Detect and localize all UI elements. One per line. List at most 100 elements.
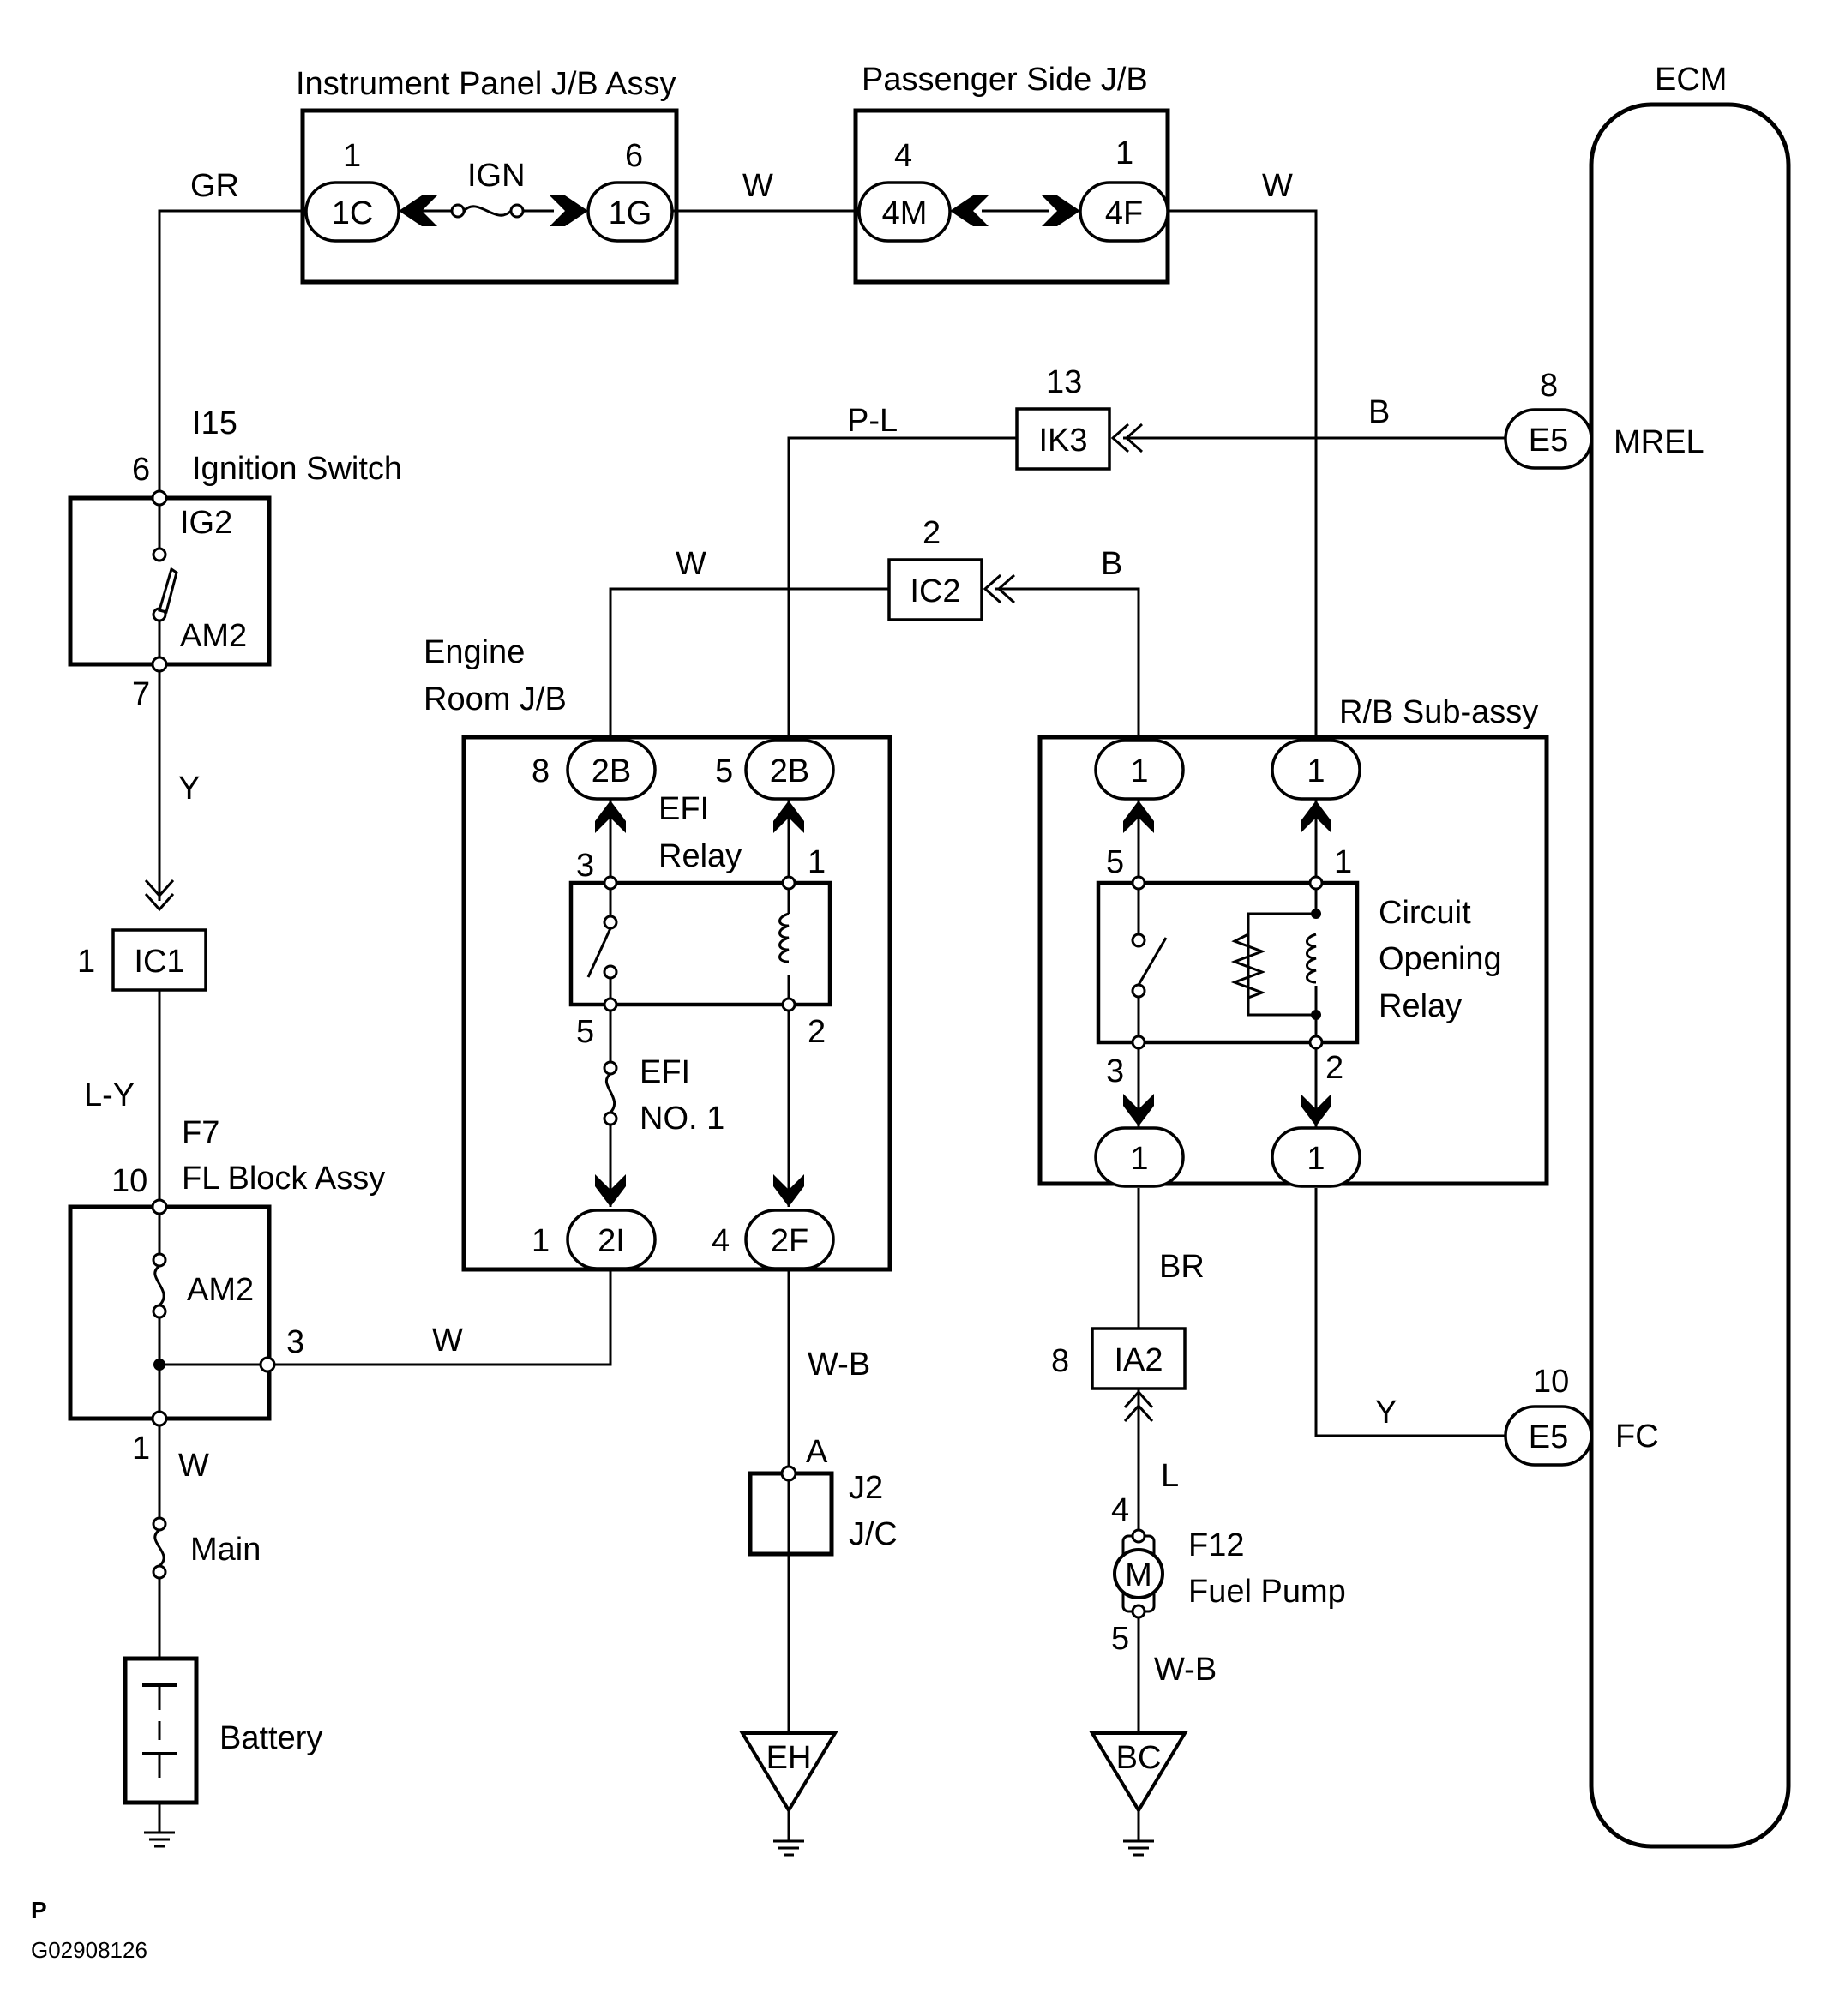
svg-text:IK3: IK3: [1038, 423, 1087, 459]
connector-1G: 1G: [586, 181, 674, 243]
svg-text:1: 1: [1307, 753, 1325, 789]
pin-cor-2: 2: [1325, 1050, 1343, 1086]
fuel-pump-label: Fuel Pump: [1188, 1574, 1346, 1610]
ignition-switch-box: [68, 495, 272, 667]
connector-2F: 2F: [744, 1209, 835, 1270]
svg-text:E5: E5: [1529, 1419, 1568, 1455]
connector-2B-left: 2B: [566, 739, 657, 801]
efi-relay-box: [568, 880, 832, 1007]
wire-w-b-eh: W-B: [808, 1347, 870, 1383]
main-fuse-label: Main: [190, 1532, 261, 1568]
circuit-opening-relay-box: [1096, 880, 1360, 1045]
pin-fp-4: 4: [1111, 1492, 1129, 1528]
efi-relay-internals: [586, 875, 796, 1126]
pin-efi-1: 1: [808, 844, 826, 880]
mrel-label: MREL: [1614, 424, 1704, 460]
passenger-side-jb-label: Passenger Side J/B: [862, 62, 1148, 98]
battery-box: [123, 1656, 199, 1805]
fl-block-label: FL Block Assy: [182, 1161, 385, 1197]
connector-rb-bottom-right: 1: [1271, 1126, 1361, 1188]
pin-1C: 1: [343, 138, 361, 174]
connector-IC2: IC2: [887, 558, 983, 621]
jc-label: J/C: [849, 1516, 898, 1552]
efi-relay-label-1: EFI: [658, 791, 709, 827]
wire-w-top2: W: [1262, 168, 1293, 204]
instrument-panel-jb-box: [300, 108, 679, 285]
pin-cor-5: 5: [1106, 844, 1124, 880]
fuel-pump-symbol: M: [1113, 1528, 1164, 1619]
pin-efi-2: 2: [808, 1014, 826, 1050]
jc-internals: [780, 1465, 797, 1482]
pin-ic1-1: 1: [77, 944, 95, 980]
pin-cor-1: 1: [1334, 844, 1352, 880]
connector-IC1: IC1: [111, 928, 207, 992]
efi-relay-label-2: Relay: [658, 838, 742, 874]
svg-text:2I: 2I: [598, 1223, 625, 1259]
fl-block-internals: [151, 1198, 276, 1427]
connector-4M: 4M: [857, 181, 952, 243]
svg-text:1: 1: [1130, 1141, 1148, 1177]
svg-text:4M: 4M: [882, 195, 928, 231]
ign-fuse-label: IGN: [467, 158, 526, 194]
svg-text:IC2: IC2: [910, 573, 960, 609]
wire-y-ign: Y: [178, 771, 200, 807]
pin-cor-3: 3: [1106, 1053, 1124, 1089]
jc-box: [748, 1471, 834, 1557]
wire-gr: GR: [190, 168, 239, 204]
pin-efi-5: 5: [715, 753, 733, 789]
wire-w-b-bc: W-B: [1154, 1652, 1217, 1688]
am2-fuse-label: AM2: [187, 1272, 254, 1308]
pin-4M: 4: [894, 138, 912, 174]
efi-fuse-label-1: EFI: [640, 1054, 690, 1090]
fl-block-code: F7: [182, 1115, 219, 1151]
circuit-opening-relay-internals: [1131, 875, 1324, 1050]
ground-bc: BC: [1089, 1731, 1188, 1857]
jc-code: J2: [849, 1470, 883, 1506]
engine-room-jb-box: [461, 735, 892, 1272]
connector-IA2: IA2: [1091, 1327, 1187, 1390]
connector-rb-bottom-left: 1: [1094, 1126, 1185, 1188]
svg-text:1G: 1G: [609, 195, 652, 231]
connector-e5-mrel: E5: [1504, 408, 1593, 470]
wire-b-ic2: B: [1101, 546, 1122, 582]
engine-room-jb-label-2: Room J/B: [424, 681, 567, 717]
connector-2I: 2I: [566, 1209, 657, 1270]
svg-text:2F: 2F: [771, 1223, 808, 1259]
wire-p-l: P-L: [847, 403, 898, 439]
svg-text:BC: BC: [1116, 1740, 1162, 1776]
connector-4F: 4F: [1079, 181, 1169, 243]
circuit-opening-relay-label-2: Opening: [1379, 941, 1502, 977]
wire-br: BR: [1159, 1249, 1205, 1285]
wire-l-y: L-Y: [84, 1077, 135, 1113]
ig2-label: IG2: [180, 505, 232, 541]
passenger-side-jb-box: [853, 108, 1170, 285]
connector-rb-top-left: 1: [1094, 739, 1185, 801]
circuit-opening-relay-label-3: Relay: [1379, 988, 1462, 1024]
pin-jc-A: A: [806, 1434, 828, 1470]
wire-w-main: W: [178, 1448, 209, 1484]
rb-sub-assy-label: R/B Sub-assy: [1339, 694, 1538, 730]
ignition-switch-code: I15: [192, 405, 237, 441]
wire-w-fl: W: [432, 1323, 463, 1359]
wire-y-fc: Y: [1375, 1395, 1397, 1431]
pin-ign-6: 6: [132, 452, 150, 488]
svg-text:IA2: IA2: [1114, 1342, 1163, 1378]
main-fuse: [152, 1516, 167, 1580]
pin-FC: 10: [1533, 1364, 1569, 1400]
fc-label: FC: [1615, 1419, 1659, 1455]
engine-room-jb-label-1: Engine: [424, 634, 525, 670]
pin-ign-7: 7: [132, 676, 150, 712]
svg-text:4F: 4F: [1105, 195, 1143, 231]
pin-fp-5: 5: [1111, 1621, 1129, 1657]
efi-fuse-label-2: NO. 1: [640, 1101, 724, 1137]
connector-IK3: IK3: [1015, 407, 1111, 471]
ignition-switch-internals: [151, 489, 178, 673]
pin-efi-5b: 5: [576, 1014, 594, 1050]
svg-text:2B: 2B: [770, 753, 809, 789]
pin-1G: 6: [625, 138, 643, 174]
svg-text:E5: E5: [1529, 423, 1568, 459]
ecm-label: ECM: [1655, 62, 1727, 98]
svg-text:1: 1: [1130, 753, 1148, 789]
circuit-opening-relay-label-1: Circuit: [1379, 895, 1471, 931]
